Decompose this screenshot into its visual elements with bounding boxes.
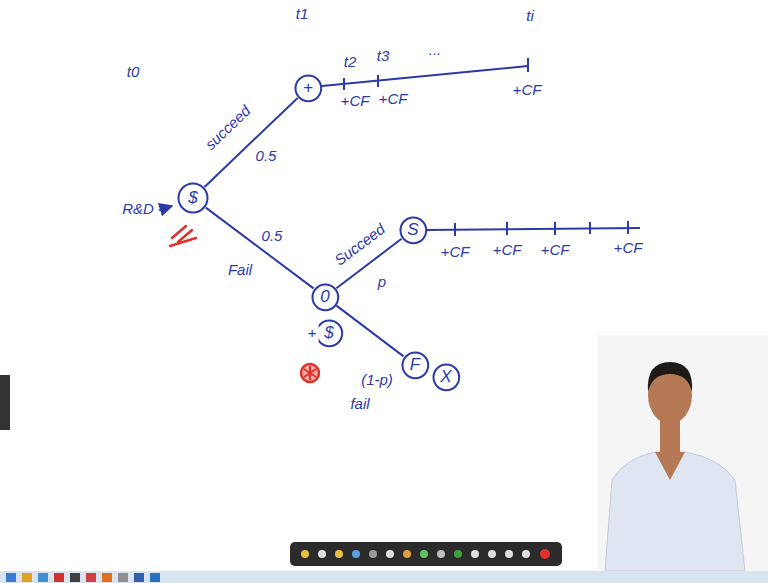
- annotation-text: +CF: [439, 244, 472, 261]
- annotation-text: ti: [524, 8, 536, 25]
- circle-outline: [179, 184, 208, 213]
- annotation-text: 0.5: [254, 148, 279, 165]
- state-circle: S: [399, 216, 428, 245]
- state-symbol: F: [410, 356, 420, 375]
- annotation-text: t3: [375, 48, 392, 65]
- state-circle: +: [294, 74, 323, 103]
- pointer-arrow: [159, 206, 172, 210]
- state-circle: $: [177, 182, 209, 214]
- circle-outline: [312, 284, 338, 310]
- annotation-text: ...: [427, 42, 444, 59]
- state-symbol: $: [188, 189, 197, 208]
- state-symbol: 0: [320, 288, 329, 307]
- annotation-text: (1-p): [359, 372, 395, 389]
- annotation-text: +CF: [511, 82, 544, 99]
- state-circle: $: [315, 319, 344, 348]
- state-symbol: X: [440, 368, 451, 387]
- branch-line: [206, 208, 314, 289]
- red-underline: [170, 226, 196, 246]
- state-circle: X: [432, 363, 461, 392]
- annotation-text: p: [376, 274, 388, 291]
- red-asterisk-mark: [301, 364, 319, 382]
- annotation-text: R&D: [120, 201, 156, 218]
- branch-line: [336, 306, 403, 357]
- annotation-text: +CF: [491, 242, 524, 259]
- edge-bar: [0, 375, 10, 430]
- state-circle: F: [401, 351, 430, 380]
- branch-label: Fail: [226, 262, 254, 279]
- timeline: [426, 228, 640, 230]
- presenter-video: [598, 335, 768, 571]
- annotation-text: t2: [342, 54, 359, 71]
- state-symbol: S: [407, 221, 418, 240]
- annotation-text: +CF: [377, 91, 410, 108]
- timeline-tick: [344, 58, 528, 90]
- circle-outline: [402, 352, 428, 378]
- annotation-text: +CF: [539, 242, 572, 259]
- state-symbol: +: [303, 79, 313, 98]
- annotation-text: t1: [294, 6, 311, 23]
- annotation-text: +: [306, 325, 319, 342]
- timeline-tick: [455, 221, 628, 236]
- branch-label: succeed: [201, 101, 256, 154]
- branch-label: Succeed: [330, 220, 390, 271]
- state-circle: 0: [311, 283, 340, 312]
- circle-outline: [295, 75, 321, 101]
- pen-toolbar: [290, 542, 562, 566]
- annotation-text: t0: [125, 64, 142, 81]
- taskbar: [0, 571, 768, 583]
- circle-outline: [433, 364, 459, 390]
- state-symbol: $: [324, 324, 333, 343]
- annotation-text: +CF: [339, 93, 372, 110]
- annotation-text: 0.5: [260, 228, 285, 245]
- circle-outline: [316, 320, 342, 346]
- annotation-text: +CF: [612, 240, 645, 257]
- circle-outline: [400, 217, 426, 243]
- branch-label: fail: [348, 396, 371, 413]
